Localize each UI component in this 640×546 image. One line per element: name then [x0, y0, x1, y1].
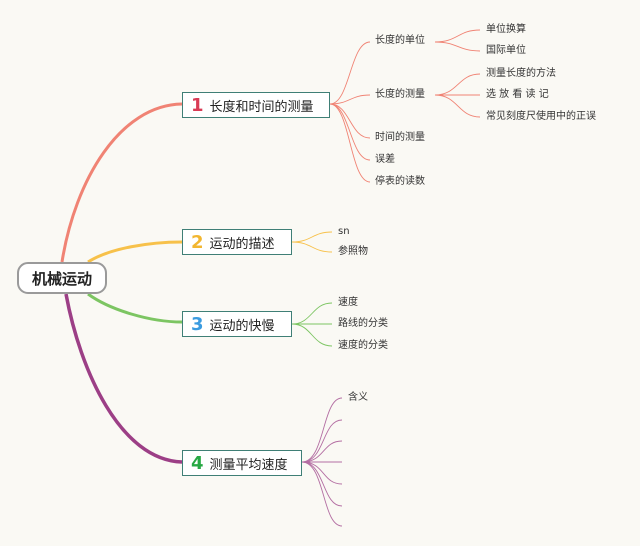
subtopic-length-measure[interactable]: 长度的测量 [375, 89, 425, 100]
leaf-speed-classification[interactable]: 速度的分类 [338, 340, 388, 351]
leaf-ruler-usage[interactable]: 常见刻度尺使用中的正误 [486, 111, 596, 122]
subtopic-error[interactable]: 误差 [375, 154, 395, 165]
topic-label-4: 测量平均速度 [209, 457, 288, 473]
leaf-si-unit[interactable]: 国际单位 [486, 45, 526, 56]
topic-number-3: 3 [191, 313, 204, 335]
topic-node-2[interactable]: 2 运动的描述 [182, 229, 292, 255]
topic1-sublinks [329, 29, 481, 183]
leaf-route-classification[interactable]: 路线的分类 [338, 318, 388, 329]
branch-1-line [60, 102, 183, 263]
leaf-sn[interactable]: sn [338, 226, 350, 237]
topic-label-1: 长度和时间的测量 [209, 99, 314, 115]
leaf-meaning[interactable]: 含义 [348, 392, 368, 403]
leaf-measure-steps[interactable]: 选 放 看 读 记 [486, 89, 549, 100]
subtopic-stopwatch-reading[interactable]: 停表的读数 [375, 176, 425, 187]
root-node[interactable]: 机械运动 [17, 262, 107, 294]
branch-3-line [87, 292, 183, 324]
topic-label-3: 运动的快慢 [209, 318, 275, 334]
leaf-speed[interactable]: 速度 [338, 297, 358, 308]
leaf-unit-conversion[interactable]: 单位换算 [486, 24, 526, 35]
branch-2-line [87, 240, 183, 264]
topic-node-1[interactable]: 1 长度和时间的测量 [182, 92, 330, 118]
topic-number-2: 2 [191, 231, 204, 253]
topic-number-1: 1 [191, 94, 204, 116]
topic4-sublinks [301, 397, 343, 527]
leaf-reference-object[interactable]: 参照物 [338, 246, 368, 257]
topic-number-4: 4 [191, 452, 204, 474]
root-label: 机械运动 [31, 269, 92, 288]
branch-4-line [64, 293, 183, 464]
topic-label-2: 运动的描述 [209, 236, 275, 252]
topic-node-3[interactable]: 3 运动的快慢 [182, 311, 292, 337]
subtopic-length-unit[interactable]: 长度的单位 [375, 35, 425, 46]
subtopic-time-measure[interactable]: 时间的测量 [375, 132, 425, 143]
topic-node-4[interactable]: 4 测量平均速度 [182, 450, 302, 476]
topic3-sublinks [291, 302, 333, 347]
topic2-sublinks [291, 231, 333, 253]
leaf-measure-method[interactable]: 测量长度的方法 [486, 68, 556, 79]
